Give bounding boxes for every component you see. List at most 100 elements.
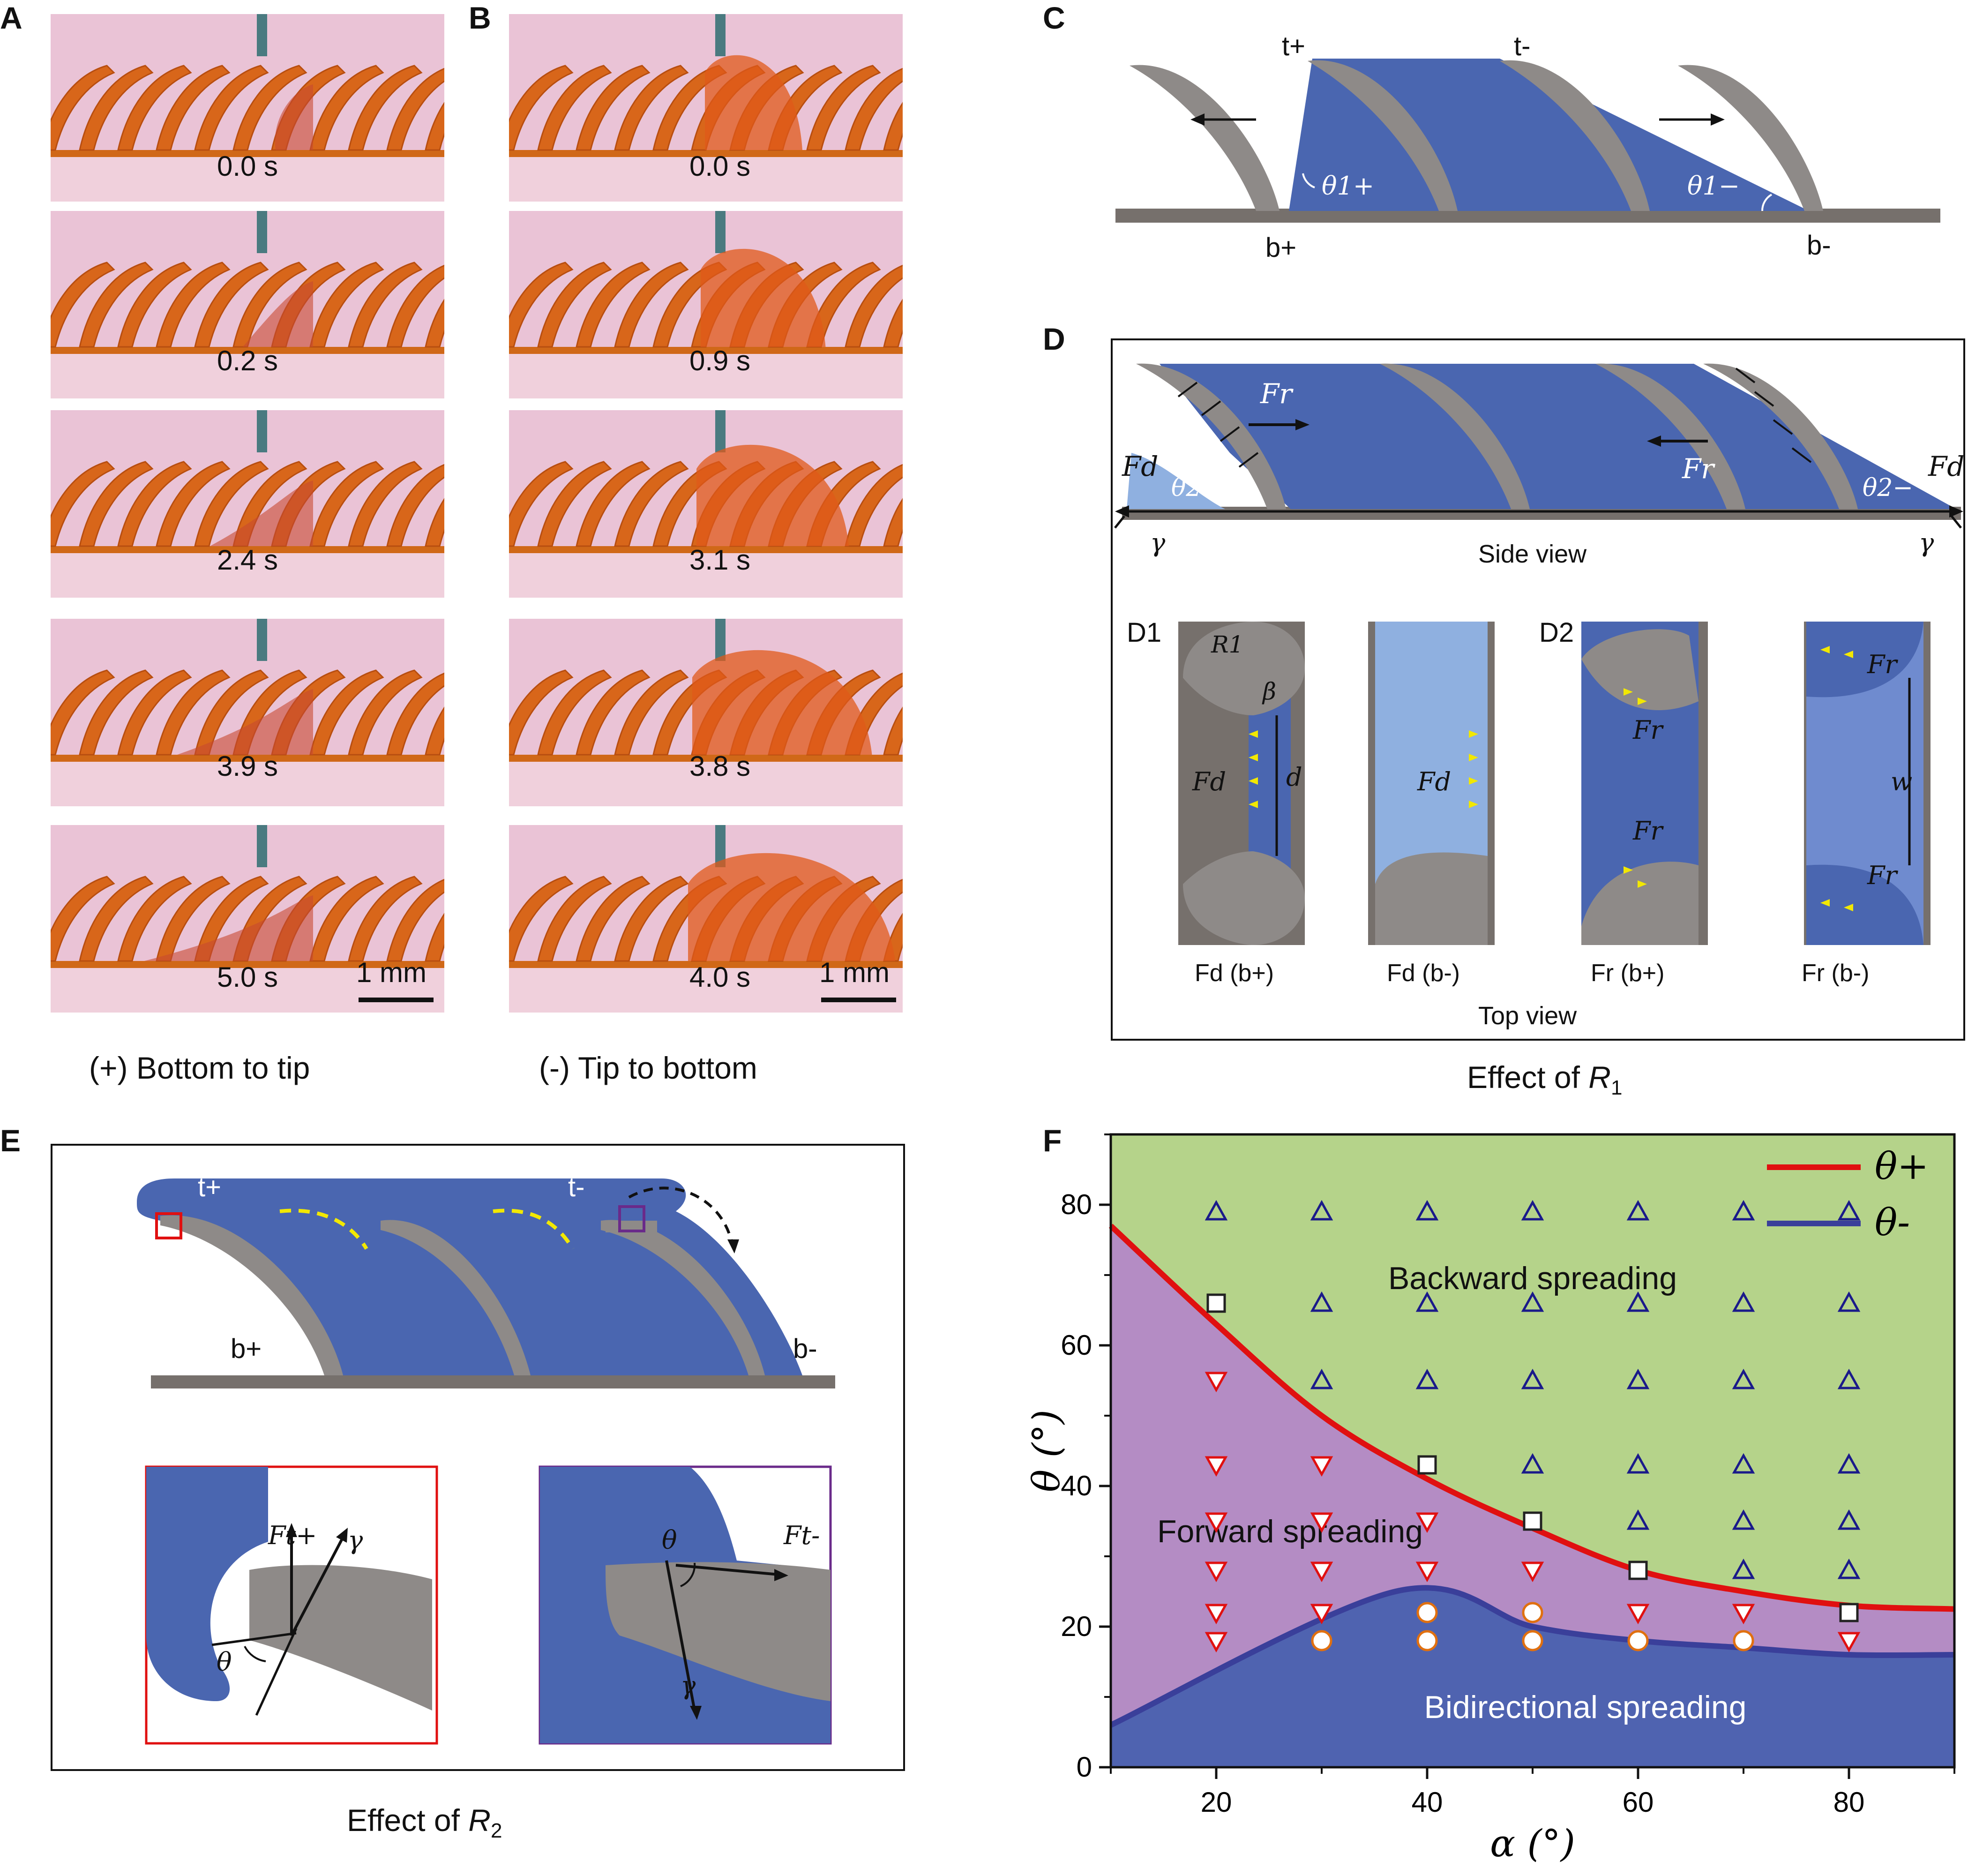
- d1-beta: β: [1263, 678, 1276, 705]
- data-point-triangle-up: [1732, 1368, 1755, 1389]
- data-point-triangle-down: [1837, 1632, 1861, 1653]
- scale-bar-a-label: 1 mm: [356, 957, 427, 988]
- caption-d-sub: 1: [1610, 1076, 1623, 1100]
- caption-d-var: R: [1588, 1060, 1611, 1095]
- photo-b-2: [509, 211, 903, 398]
- data-point-triangle-down: [1205, 1632, 1228, 1653]
- d-top-view-diagrams: [1178, 622, 1931, 945]
- caption-b: (-) Tip to bottom: [539, 1051, 757, 1085]
- e-theta-right: θ: [662, 1525, 677, 1555]
- x-tick-label: 60: [1623, 1786, 1654, 1818]
- d-fd-right: Fd: [1928, 450, 1965, 482]
- data-point-triangle-up: [1415, 1200, 1439, 1221]
- photo-a-5: [51, 825, 444, 1013]
- c-theta1m: θ1−: [1687, 171, 1740, 201]
- e-theta-left: θ: [217, 1647, 232, 1677]
- d-fr-left: Fr: [1260, 378, 1292, 410]
- d-gamma-right: γ: [1919, 528, 1934, 557]
- region-label: Bidirectional spreading: [1424, 1689, 1747, 1725]
- y-tick-label: 80: [1061, 1189, 1092, 1220]
- e-side-view-diagram: [137, 1178, 835, 1388]
- time-b-3: 3.1 s: [689, 544, 751, 576]
- e-tminus: t-: [568, 1172, 585, 1202]
- panel-b-label: B: [469, 0, 491, 35]
- e-zoom-right: [539, 1465, 832, 1745]
- d-sub-1: Fd (b+): [1195, 960, 1274, 987]
- d-fd-left: Fd: [1122, 450, 1159, 482]
- x-tick-label: 20: [1201, 1786, 1232, 1818]
- y-axis-label: θ (°): [1025, 1410, 1068, 1492]
- d1-r1: R1: [1211, 631, 1244, 658]
- data-point-triangle-up: [1732, 1509, 1755, 1530]
- d2b-fr-bottom: Fr: [1867, 861, 1897, 890]
- d-side-view-label: Side view: [1478, 540, 1587, 568]
- caption-e-text: Effect of: [347, 1803, 469, 1838]
- d2b-fr-top: Fr: [1867, 650, 1897, 679]
- photo-b-3: [509, 410, 903, 598]
- y-tick-label: 0: [1077, 1751, 1092, 1783]
- d2b-w: w: [1891, 767, 1913, 796]
- data-point-triangle-up: [1415, 1291, 1439, 1312]
- data-point-circle: [1522, 1630, 1543, 1651]
- data-point-triangle-down: [1521, 1561, 1544, 1583]
- caption-e: Effect of R2: [347, 1802, 502, 1843]
- panel-d-box: Fd Fr θ2+ γ Fr θ2− Fd γ Side view D1 D2 …: [1111, 338, 1965, 1041]
- x-tick-label: 40: [1412, 1786, 1443, 1818]
- data-point-triangle-up: [1837, 1200, 1861, 1221]
- y-tick-label: 60: [1061, 1329, 1092, 1361]
- data-point-triangle-down: [1205, 1512, 1228, 1533]
- data-point-triangle-down: [1415, 1561, 1439, 1583]
- panel-f-label: F: [1043, 1123, 1062, 1158]
- data-point-triangle-up: [1415, 1368, 1439, 1389]
- scale-bar-b: [821, 998, 896, 1002]
- data-point-triangle-down: [1415, 1512, 1439, 1533]
- theta-plus-line: [1108, 1223, 1955, 1612]
- caption-e-sub: 2: [490, 1819, 502, 1843]
- data-point-triangle-up: [1521, 1291, 1544, 1312]
- data-point-triangle-up: [1310, 1200, 1333, 1221]
- data-point-triangle-down: [1626, 1604, 1650, 1625]
- e-bplus: b+: [231, 1334, 262, 1364]
- time-a-3: 2.4 s: [217, 544, 278, 576]
- data-point-triangle-up: [1626, 1368, 1650, 1389]
- data-point-triangle-down: [1310, 1456, 1333, 1477]
- e-ftp: Ft+: [268, 1521, 317, 1550]
- data-point-triangle-down: [1205, 1604, 1228, 1625]
- time-b-4: 3.8 s: [689, 750, 751, 782]
- data-point-triangle-down: [1205, 1561, 1228, 1583]
- d-sub-3: Fr (b+): [1591, 960, 1665, 987]
- d-side-view-diagram: [1114, 363, 1963, 529]
- d-sub-2: Fd (b-): [1387, 960, 1460, 987]
- time-b-2: 0.9 s: [689, 345, 751, 376]
- time-b-1: 0.0 s: [689, 150, 751, 182]
- data-point-triangle-up: [1732, 1291, 1755, 1312]
- data-point-triangle-up: [1521, 1453, 1544, 1474]
- data-point-triangle-down: [1205, 1456, 1228, 1477]
- d-sub-4: Fr (b-): [1802, 960, 1870, 987]
- data-point-square: [1206, 1293, 1226, 1313]
- caption-e-var: R: [468, 1803, 491, 1838]
- data-point-circle: [1522, 1602, 1543, 1623]
- e-bminus: b-: [793, 1334, 817, 1364]
- panel-a-label: A: [0, 0, 22, 35]
- y-tick-label: 20: [1061, 1611, 1092, 1642]
- caption-d: Effect of R1: [1467, 1059, 1622, 1100]
- time-a-2: 0.2 s: [217, 345, 278, 376]
- region-label: Forward spreading: [1157, 1514, 1423, 1549]
- time-a-4: 3.9 s: [217, 750, 278, 782]
- panel-c-label: C: [1043, 0, 1065, 35]
- caption-d-text: Effect of: [1467, 1060, 1589, 1095]
- data-point-square: [1628, 1561, 1648, 1580]
- data-point-triangle-up: [1732, 1200, 1755, 1221]
- data-point-triangle-up: [1626, 1509, 1650, 1530]
- data-point-circle: [1733, 1630, 1754, 1651]
- data-point-triangle-up: [1837, 1453, 1861, 1474]
- data-point-triangle-up: [1205, 1200, 1228, 1221]
- d-theta2m: θ2−: [1863, 474, 1913, 502]
- photo-b-4: [509, 619, 903, 806]
- data-point-triangle-up: [1521, 1368, 1544, 1389]
- d1b-fd: Fd: [1417, 767, 1452, 796]
- data-point-triangle-down: [1310, 1604, 1333, 1625]
- time-b-5: 4.0 s: [689, 961, 751, 993]
- data-point-triangle-up: [1310, 1368, 1333, 1389]
